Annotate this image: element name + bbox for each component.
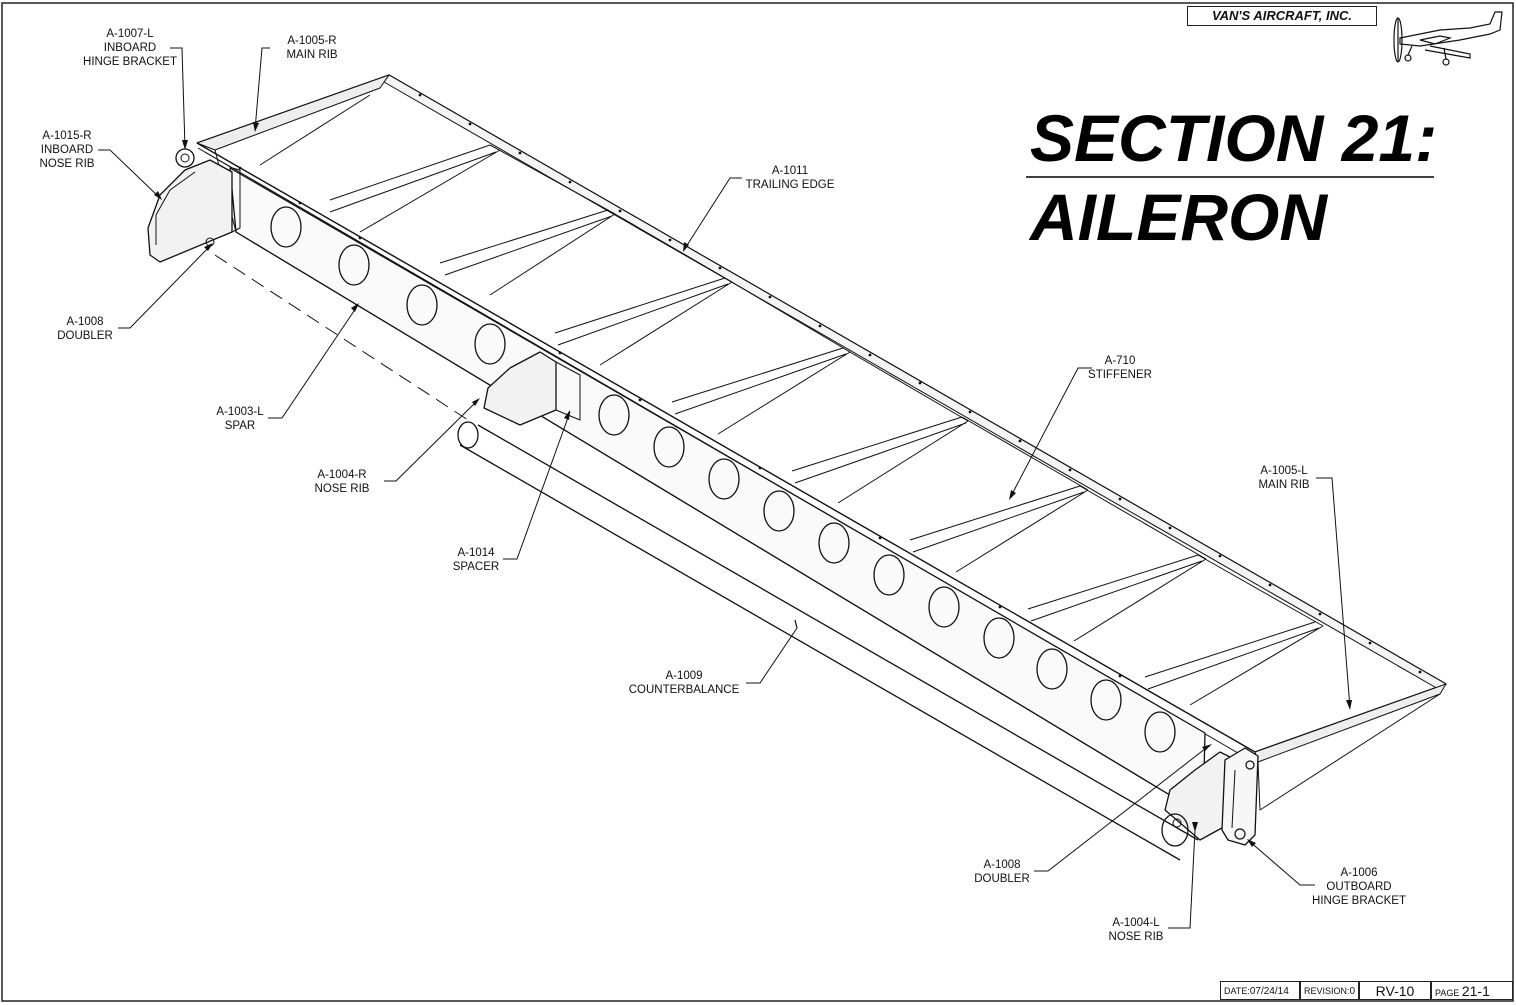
leader-a1007l — [170, 47, 186, 149]
leader-a1014 — [503, 411, 571, 560]
callout-description: COUNTERBALANCE — [628, 684, 740, 696]
spar-lightening-holes — [270, 206, 1176, 753]
callout-part-number: A-1007-L — [106, 28, 154, 40]
leader-a1004r — [384, 399, 479, 482]
callout-a1005r: A-1005-R MAIN RIB — [262, 34, 362, 62]
callout-description: OUTBOARD — [1326, 881, 1392, 893]
counterbalance-tube — [459, 424, 1199, 861]
callout-description: HINGE BRACKET — [83, 56, 177, 68]
callout-description: NOSE RIB — [314, 483, 370, 495]
callout-a1004l: A-1004-L NOSE RIB — [1096, 916, 1176, 944]
title-block-model: RV-10 — [1359, 981, 1431, 1000]
leader-a1005l — [1316, 477, 1351, 709]
callout-description: MAIN RIB — [1258, 479, 1310, 491]
callout-part-number: A-1005-L — [1260, 465, 1308, 477]
outboard-hinge-bracket — [1221, 747, 1259, 846]
callout-description: STIFFENER — [1088, 369, 1152, 381]
stiffeners — [329, 144, 1324, 706]
callout-part-number: A-1006 — [1340, 867, 1378, 879]
callout-part-number: A-1008 — [983, 859, 1021, 871]
leader-a1009 — [746, 627, 798, 684]
revision-label: REVISION: — [1304, 986, 1350, 996]
rivet-holes — [238, 93, 1422, 678]
callout-a1006: A-1006 OUTBOARD HINGE BRACKET — [1300, 866, 1418, 908]
callout-a1003l: A-1003-L SPAR — [200, 405, 280, 433]
leader-a1011 — [683, 177, 742, 251]
callout-description: INBOARD — [103, 42, 157, 54]
revision-value: 0 — [1349, 986, 1356, 997]
callout-a1007l: A-1007-L INBOARD HINGE BRACKET — [60, 27, 200, 69]
leader-a1003l — [268, 304, 359, 419]
rv-aircraft-logo — [1393, 11, 1503, 66]
leader-a1008-bottom — [1034, 744, 1211, 872]
section-title: SECTION 21: — [1030, 101, 1438, 175]
callout-description: MAIN RIB — [286, 49, 338, 61]
page-value: 21-1 — [1461, 983, 1490, 999]
inboard-nose-rib — [147, 159, 233, 263]
leader-a1008-top — [118, 243, 213, 329]
callout-a1008-bottom: A-1008 DOUBLER — [962, 858, 1042, 886]
spar-top-flange — [196, 142, 1256, 753]
company-name: VAN'S AIRCRAFT, INC. — [1187, 6, 1377, 26]
callout-a1015r: A-1015-R INBOARD NOSE RIB — [22, 129, 112, 171]
model-value: RV-10 — [1375, 983, 1415, 999]
center-nose-rib — [483, 351, 557, 426]
callout-part-number: A-1004-L — [1112, 917, 1160, 929]
callout-description: TRAILING EDGE — [745, 179, 835, 191]
title-block-revision: REVISION:0 — [1300, 981, 1359, 1000]
callout-part-number: A-1008 — [66, 316, 104, 328]
title-block-date: DATE:07/24/14 — [1220, 981, 1300, 1000]
callout-description: DOUBLER — [57, 330, 113, 342]
callout-description: NOSE RIB — [1108, 931, 1164, 943]
leader-a1005r — [254, 47, 270, 131]
inboard-main-rib — [196, 74, 390, 151]
callout-part-number: A-1014 — [457, 547, 495, 559]
callout-a1005l: A-1005-L MAIN RIB — [1244, 464, 1324, 492]
leader-lines — [98, 47, 1351, 929]
callout-description: INBOARD — [40, 144, 94, 156]
aileron-structure — [147, 74, 1447, 861]
callout-part-number: A-1005-R — [287, 35, 337, 47]
callout-part-number: A-710 — [1104, 355, 1136, 367]
outboard-main-rib — [1254, 683, 1447, 763]
callout-description: SPAR — [224, 420, 256, 432]
callout-part-number: A-1009 — [665, 670, 703, 682]
callout-description: HINGE BRACKET — [1312, 895, 1406, 907]
callout-a1011: A-1011 TRAILING EDGE — [735, 164, 845, 192]
leader-a710 — [1009, 367, 1092, 499]
callout-description: NOSE RIB — [39, 158, 95, 170]
leader-a1006 — [1247, 839, 1315, 886]
callout-a1009: A-1009 COUNTERBALANCE — [620, 669, 748, 697]
callout-part-number: A-1003-L — [216, 406, 264, 418]
callout-part-number: A-1015-R — [42, 130, 92, 142]
leader-a1015r — [98, 149, 161, 199]
callout-description: SPACER — [452, 561, 500, 573]
date-label: DATE: — [1224, 986, 1250, 996]
section-subtitle: AILERON — [1030, 180, 1327, 254]
title-block-page: PAGE 21-1 — [1431, 981, 1513, 1000]
callout-part-number: A-1011 — [771, 165, 809, 177]
callout-a710: A-710 STIFFENER — [1076, 354, 1164, 382]
callout-part-number: A-1004-R — [317, 469, 367, 481]
page-label: PAGE — [1435, 988, 1460, 998]
callout-a1014: A-1014 SPACER — [438, 546, 514, 574]
callout-a1008-top: A-1008 DOUBLER — [45, 315, 125, 343]
leader-a1004l — [1168, 829, 1196, 929]
date-value: 07/24/14 — [1249, 986, 1289, 997]
callout-description: DOUBLER — [974, 873, 1030, 885]
callout-a1004r: A-1004-R NOSE RIB — [302, 468, 382, 496]
inboard-hinge-bracket — [175, 148, 195, 168]
leader-arrowheads — [154, 122, 1352, 847]
